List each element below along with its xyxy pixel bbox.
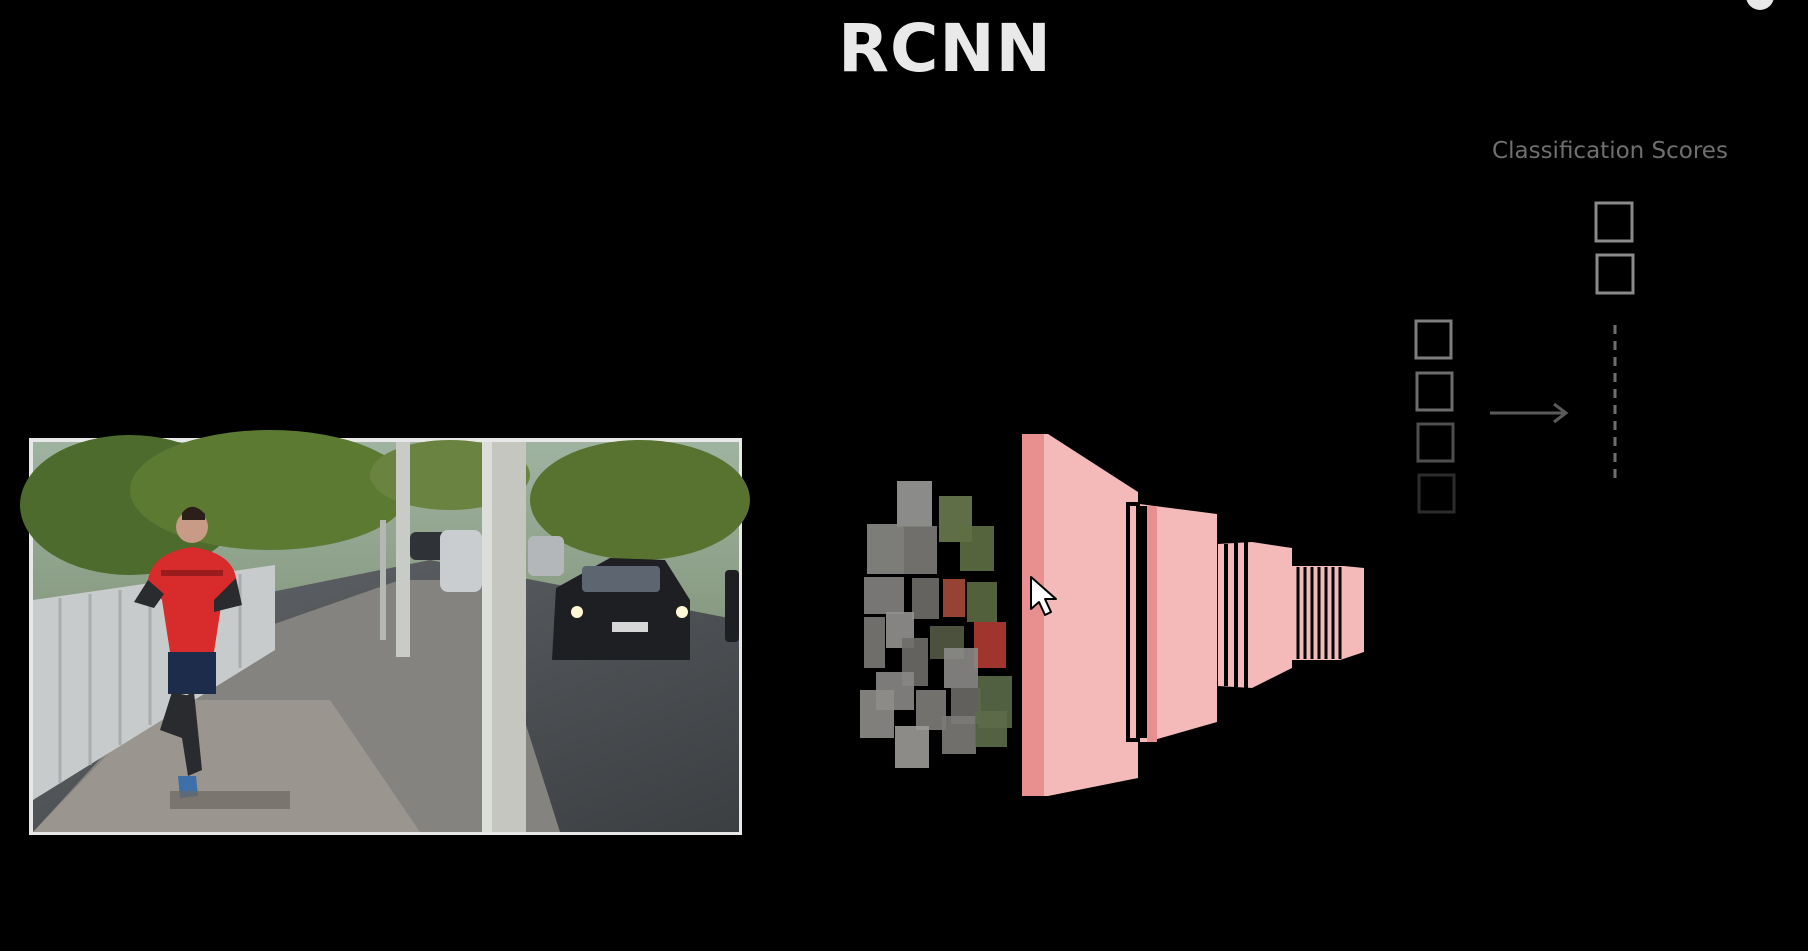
right-arrow-icon [1490,402,1569,424]
corner-circle-icon [1746,0,1774,10]
feature-vector [1414,319,1456,514]
classification-scores-column [1594,201,1635,478]
input-image [20,430,750,835]
region-proposals [860,481,1012,768]
slide-title: RCNN [838,10,1052,87]
mouse-pointer-icon [1029,575,1059,623]
cnn-feature-extractor [1022,434,1364,796]
classification-scores-label: Classification Scores [1492,138,1728,164]
